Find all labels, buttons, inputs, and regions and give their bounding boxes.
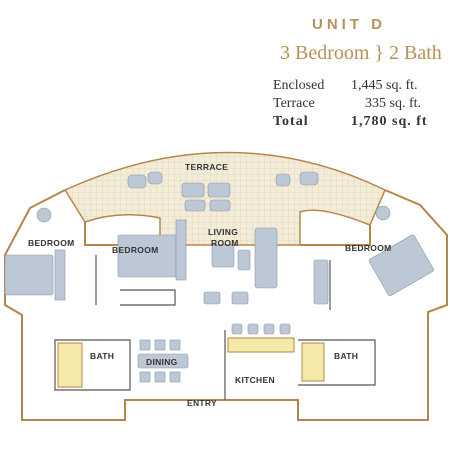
- bath-left-fill: [57, 342, 83, 388]
- area-row-total: Total 1,780 sq. ft: [273, 114, 450, 132]
- area-label: Enclosed: [273, 78, 325, 93]
- room-label-kitchen: KITCHEN: [235, 375, 275, 385]
- room-label-bath-right: BATH: [334, 351, 358, 361]
- room-label-dining: DINING: [146, 357, 178, 367]
- plan-header: UNIT D 3 Bedroom } 2 Bath Enclosed 1,445…: [0, 0, 450, 140]
- room-label-entry: ENTRY: [187, 398, 217, 408]
- area-row-enclosed: Enclosed 1,445 sq. ft.: [273, 78, 450, 96]
- kitchen-counter: [227, 337, 295, 353]
- room-label-terrace: TERRACE: [185, 162, 228, 172]
- bath-right-fill: [301, 342, 325, 382]
- furniture: [4, 219, 434, 383]
- area-value: 1,445 sq. ft.: [351, 78, 418, 93]
- unit-title: UNIT D: [312, 16, 386, 33]
- area-label: Total: [273, 114, 309, 129]
- area-value: 1,780 sq. ft: [351, 114, 428, 129]
- room-label-living-1: LIVING: [208, 227, 238, 237]
- room-label-bedroom-center: BEDROOM: [112, 245, 159, 255]
- room-label-living-2: ROOM: [211, 238, 239, 248]
- area-label: Terrace: [273, 96, 315, 111]
- unit-layout: 3 Bedroom } 2 Bath: [280, 42, 442, 64]
- terrace-furniture: [36, 171, 391, 223]
- interior-walls: [54, 255, 376, 400]
- area-row-terrace: Terrace 335 sq. ft.: [273, 96, 450, 114]
- room-label-bath-left: BATH: [90, 351, 114, 361]
- area-value: 335 sq. ft.: [365, 96, 421, 111]
- room-label-bedroom-right: BEDROOM: [345, 243, 392, 253]
- room-label-bedroom-left: BEDROOM: [28, 238, 75, 248]
